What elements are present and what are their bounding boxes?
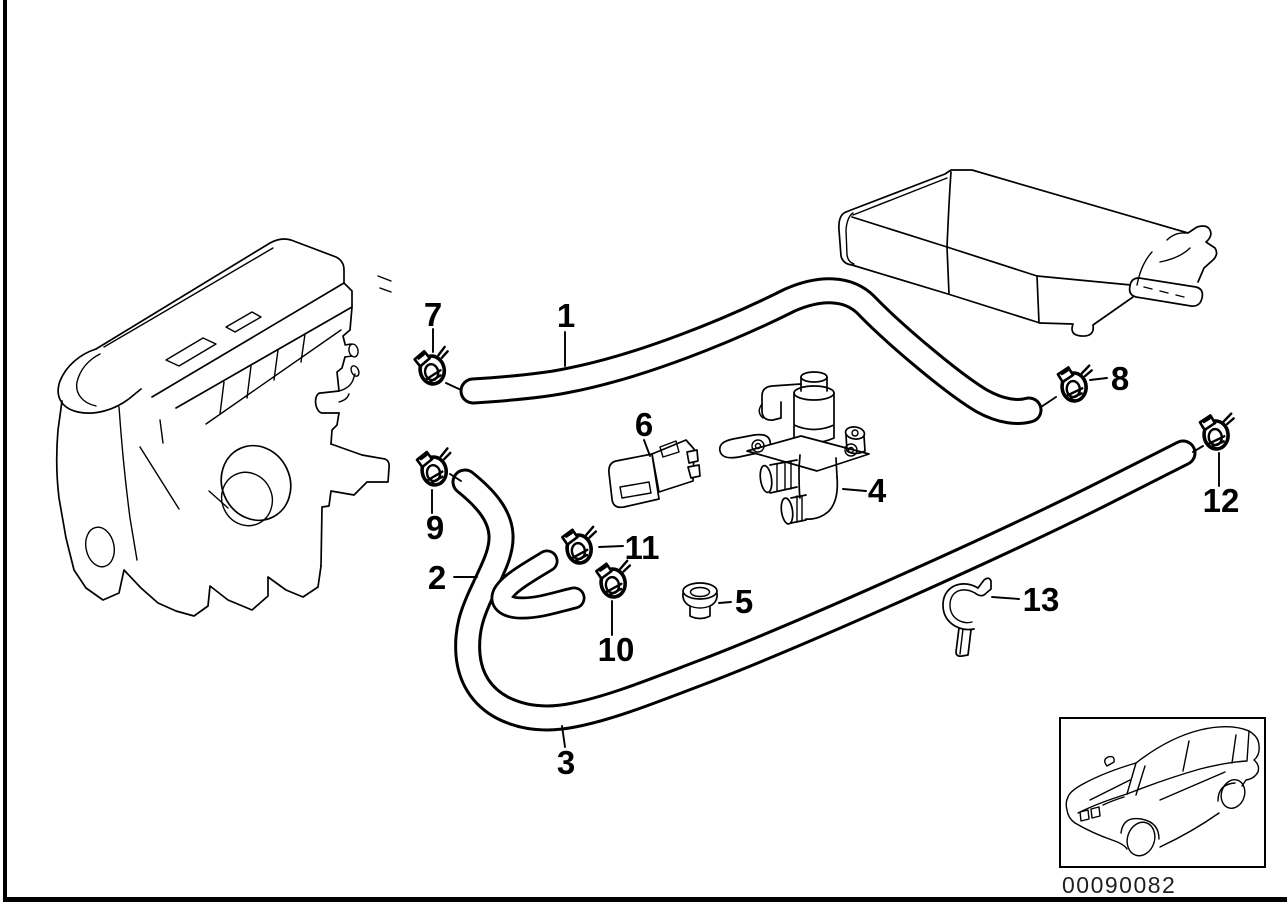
drawing-number: 00090082 <box>1062 872 1176 898</box>
callout-label-11[interactable]: 11 <box>625 529 660 566</box>
hose-clamp-icon-10 <box>593 558 636 601</box>
callout-label-3[interactable]: 3 <box>557 744 575 781</box>
callout-label-13[interactable]: 13 <box>1023 581 1060 618</box>
callout-label-8[interactable]: 8 <box>1111 360 1129 397</box>
engine-icon <box>55 238 392 617</box>
u-bend-hose <box>502 561 574 608</box>
callout-label-12[interactable]: 12 <box>1203 482 1240 519</box>
hose-clamp-icon-12 <box>1197 411 1239 453</box>
page-border-left <box>3 0 7 902</box>
car-thumbnail-icon <box>1065 726 1260 857</box>
callout-label-7[interactable]: 7 <box>424 296 442 333</box>
hose-clamp-icon-9 <box>414 446 458 490</box>
callout-label-5[interactable]: 5 <box>735 583 753 620</box>
hose-clamp-icon-8 <box>1055 363 1097 405</box>
callout-label-10[interactable]: 10 <box>598 631 635 668</box>
callout-label-9[interactable]: 9 <box>426 509 444 546</box>
callout-leader-lines <box>431 328 1220 748</box>
hose-clamp-icon-11 <box>559 524 602 567</box>
car-thumbnail-frame <box>1059 717 1266 868</box>
grommet-icon <box>682 582 718 620</box>
callout-label-1[interactable]: 1 <box>557 297 575 334</box>
hose-clip-icon <box>942 577 992 658</box>
heater-hose-2-3 <box>465 453 1183 718</box>
callout-label-2[interactable]: 2 <box>428 559 446 596</box>
water-valve-icon <box>718 371 870 525</box>
page-border-bottom <box>3 897 1287 902</box>
electrical-connector-icon <box>608 439 701 509</box>
car-thumbnail <box>1059 717 1266 868</box>
heater-core-icon <box>838 169 1218 337</box>
callout-label-6[interactable]: 6 <box>635 406 653 443</box>
callout-label-4[interactable]: 4 <box>868 472 887 509</box>
